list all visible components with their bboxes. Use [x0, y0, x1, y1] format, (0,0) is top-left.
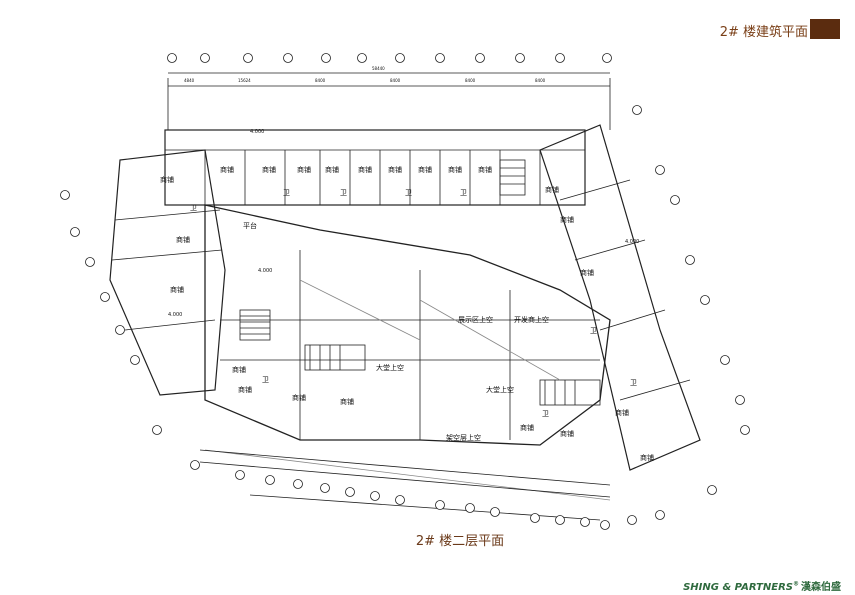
elevation-mark: 4.000 [625, 239, 639, 245]
void-label: 开发商上空 [514, 315, 549, 324]
registered-mark: ® [793, 580, 799, 588]
wc-label: 卫 [460, 189, 467, 197]
void-label: 展示区上空 [458, 315, 493, 324]
wc-label: 卫 [340, 189, 347, 197]
dimension-text: 8400 [390, 78, 401, 83]
wc-label: 卫 [283, 189, 290, 197]
room-label: 商铺 [238, 385, 252, 394]
sheet-title-block [810, 19, 840, 39]
room-label: 商铺 [615, 408, 629, 417]
room-label: 商铺 [545, 185, 559, 194]
company-name-chinese: 漢森伯盛 [801, 582, 841, 593]
room-label: 商铺 [388, 165, 402, 174]
room-label: 商铺 [560, 429, 574, 438]
void-label: 大堂上空 [376, 363, 404, 372]
drawing-caption: 2# 楼二层平面 [415, 534, 505, 549]
terrace-label: 平台 [243, 221, 257, 230]
elevation-mark: 4.000 [258, 268, 272, 274]
dimension-text: 8400 [465, 78, 476, 83]
room-label: 商铺 [640, 453, 654, 462]
room-label: 商铺 [160, 175, 174, 184]
dimension-text: 4840 [184, 78, 195, 83]
wc-label: 卫 [190, 204, 197, 212]
room-label: 商铺 [520, 423, 534, 432]
dimension-total: 58440 [372, 66, 385, 71]
wc-label: 卫 [630, 379, 637, 387]
room-label: 商铺 [325, 165, 339, 174]
room-label: 商铺 [176, 235, 190, 244]
wc-label: 卫 [590, 327, 597, 335]
room-label: 商铺 [292, 393, 306, 402]
void-label: 大堂上空 [486, 385, 514, 394]
wc-label: 卫 [542, 410, 549, 418]
room-label: 商铺 [418, 165, 432, 174]
room-label: 商铺 [358, 165, 372, 174]
room-label: 商铺 [220, 165, 234, 174]
company-logo: SHING & PARTNERS®漢森伯盛 [683, 578, 841, 593]
room-label: 商铺 [170, 285, 184, 294]
elevation-mark: 4.000 [168, 312, 182, 318]
room-label: 商铺 [560, 215, 574, 224]
wc-label: 卫 [262, 376, 269, 384]
wc-label: 卫 [405, 189, 412, 197]
sheet-title: 2# 楼建筑平面 [719, 25, 808, 40]
room-label: 商铺 [448, 165, 462, 174]
room-label: 商铺 [340, 397, 354, 406]
room-label: 商铺 [262, 165, 276, 174]
room-label: 商铺 [232, 365, 246, 374]
elevation-mark: 4.000 [250, 129, 264, 135]
room-label: 商铺 [478, 165, 492, 174]
dimension-text: 15624 [238, 78, 251, 83]
dimension-text: 8400 [535, 78, 546, 83]
dimension-text: 8400 [315, 78, 326, 83]
room-label: 商铺 [297, 165, 311, 174]
room-label: 商铺 [580, 268, 594, 277]
company-name: SHING & PARTNERS [683, 582, 793, 593]
void-label: 架空层上空 [446, 433, 481, 442]
